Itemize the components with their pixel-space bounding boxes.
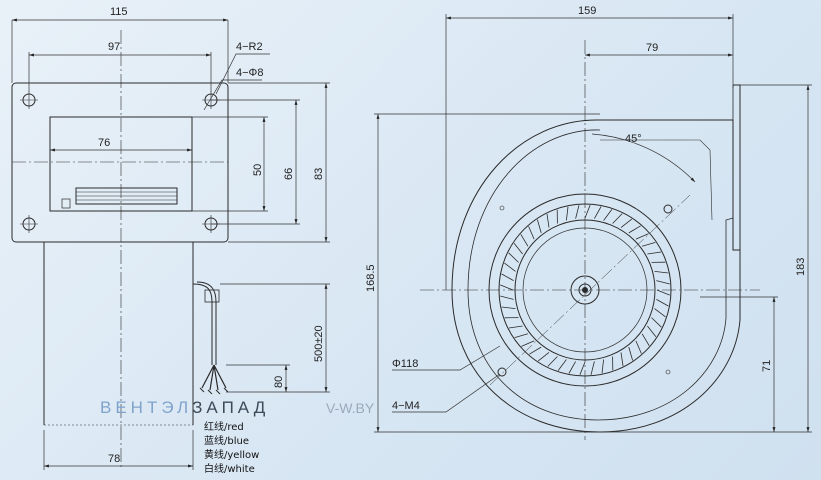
fan-blade bbox=[520, 234, 529, 247]
fan-blade bbox=[575, 205, 580, 219]
volute-housing bbox=[451, 119, 741, 433]
dim-strip-length: 80 bbox=[273, 376, 285, 388]
wire-white: 白线/white bbox=[204, 462, 255, 475]
fan-blade bbox=[584, 205, 591, 219]
fan-blade bbox=[654, 308, 666, 318]
front-view-dimensions bbox=[374, 14, 812, 433]
side-view bbox=[11, 30, 229, 470]
fan-blade bbox=[656, 280, 670, 285]
fan-blade bbox=[528, 226, 535, 240]
fan-blade bbox=[500, 295, 514, 300]
dim-outlet-height: 50 bbox=[252, 164, 264, 176]
flange-plate bbox=[11, 82, 229, 243]
side-view-labels: 115 97 4−R2 4−Φ8 76 50 66 83 500±20 80 7… bbox=[98, 6, 325, 465]
wire-leads bbox=[201, 364, 227, 391]
fan-blade bbox=[547, 356, 558, 367]
fan-blade bbox=[590, 361, 595, 375]
fan-blade bbox=[557, 359, 567, 371]
dim-half-width: 79 bbox=[646, 42, 658, 54]
front-view bbox=[420, 40, 760, 440]
dim-angle: 45° bbox=[625, 133, 642, 145]
fan-blade bbox=[620, 352, 624, 367]
fan-blade bbox=[500, 284, 514, 291]
watermark-brand-dark: ЗАПАД bbox=[192, 398, 269, 417]
fan-blade bbox=[508, 325, 523, 329]
fan-blade bbox=[628, 225, 641, 234]
dim-hole-spacing-h: 66 bbox=[283, 168, 295, 180]
fan-blade bbox=[568, 361, 576, 374]
cable bbox=[192, 281, 217, 365]
fan-blade bbox=[641, 333, 650, 346]
dim-hole-dia: 4−Φ8 bbox=[236, 67, 263, 79]
watermark-site: V-W.BY bbox=[326, 400, 375, 416]
dim-flange-height: 83 bbox=[313, 168, 325, 180]
fan-blade bbox=[635, 340, 642, 354]
dim-hole-spacing-w: 97 bbox=[108, 41, 120, 53]
wire-legend: 红线/red 蓝线/blue 黄线/yellow 白线/white bbox=[204, 420, 259, 475]
fan-blade bbox=[656, 299, 669, 307]
fan-blade bbox=[603, 209, 613, 221]
fan-blade bbox=[656, 289, 670, 296]
fan-blade bbox=[647, 325, 657, 338]
dim-center-height: 71 bbox=[761, 360, 773, 372]
wire-yellow: 黄线/yellow bbox=[204, 448, 259, 461]
side-view-dimensions bbox=[11, 18, 330, 470]
wire-red: 红线/red bbox=[204, 420, 244, 433]
fan-blade bbox=[628, 346, 633, 361]
dim-corner-radius: 4−R2 bbox=[236, 41, 263, 53]
fan-blade bbox=[537, 219, 542, 234]
fan-blade bbox=[508, 252, 519, 263]
dim-screw: 4−M4 bbox=[392, 400, 420, 412]
dim-outlet-width: 76 bbox=[98, 137, 110, 149]
dim-cable-length: 500±20 bbox=[313, 325, 325, 362]
fan-blade bbox=[529, 346, 542, 355]
dim-wheel-dia: Φ118 bbox=[392, 358, 418, 370]
front-view-labels: 159 79 45° 183 168.5 Φ118 4−M4 71 bbox=[365, 5, 807, 412]
fan-blade bbox=[635, 233, 649, 240]
fan-blade bbox=[513, 242, 523, 255]
watermark-brand-blue: ВЕНТЭЛ bbox=[100, 398, 192, 417]
fan-blade bbox=[566, 206, 569, 221]
fan-blades bbox=[500, 205, 670, 375]
fan-blade bbox=[501, 306, 516, 309]
watermark: ВЕНТЭЛЗАПАД V-W.BY bbox=[100, 398, 375, 417]
dim-body-width: 78 bbox=[108, 453, 120, 465]
fan-blade bbox=[537, 352, 550, 362]
dim-total-width: 159 bbox=[578, 5, 596, 17]
svg-text:ВЕНТЭЛЗАПАД: ВЕНТЭЛЗАПАД bbox=[100, 398, 269, 417]
fan-blade bbox=[514, 333, 529, 338]
screw-hole bbox=[663, 204, 673, 214]
fan-blade bbox=[641, 242, 656, 247]
fan-blade bbox=[647, 251, 662, 255]
fan-blade bbox=[620, 218, 633, 228]
fan-blade bbox=[579, 361, 586, 375]
fan-blade bbox=[594, 206, 602, 219]
fan-blade bbox=[501, 273, 514, 281]
screw-hole bbox=[497, 367, 507, 377]
fan-blade bbox=[546, 213, 550, 228]
fan-blade bbox=[651, 317, 662, 328]
dim-outer-height: 168.5 bbox=[365, 264, 377, 292]
fan-blade bbox=[504, 262, 516, 272]
body-outline bbox=[43, 242, 194, 425]
dim-flange-width: 115 bbox=[110, 6, 128, 18]
dim-total-height: 183 bbox=[795, 258, 807, 276]
fan-blade bbox=[612, 213, 623, 224]
fan-blade bbox=[521, 340, 535, 347]
fan-blade bbox=[654, 271, 669, 274]
fan-blade bbox=[601, 359, 604, 374]
wire-blue: 蓝线/blue bbox=[204, 434, 249, 447]
